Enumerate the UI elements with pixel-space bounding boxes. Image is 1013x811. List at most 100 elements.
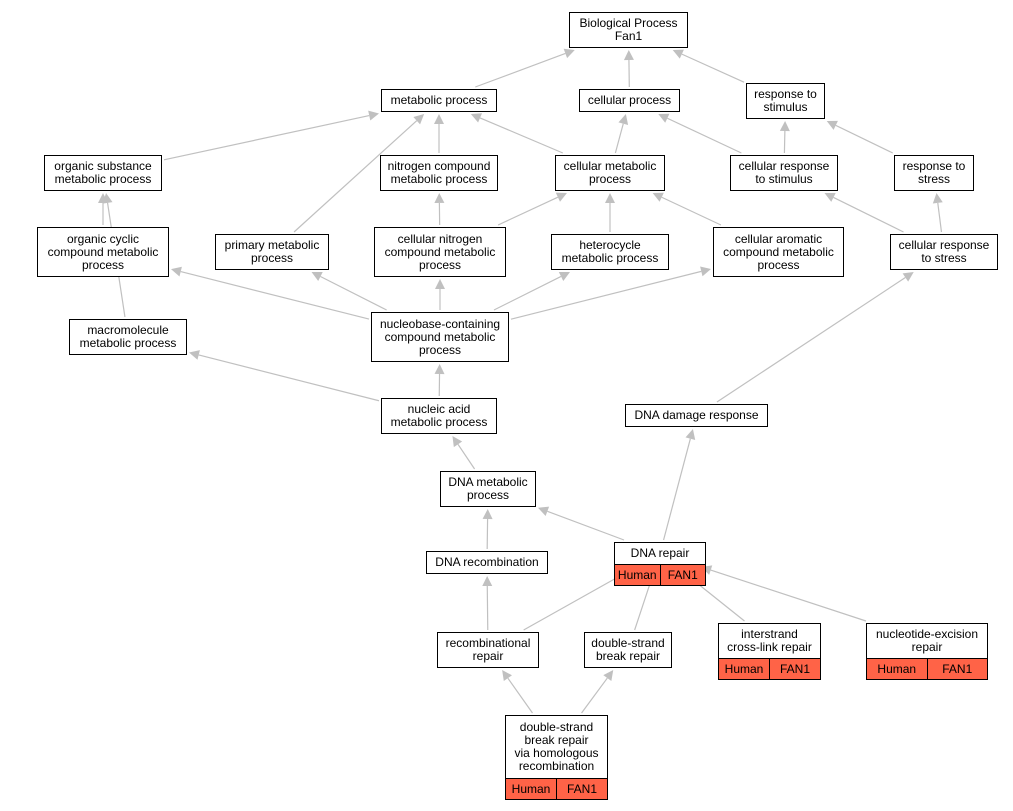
- node-label-line: organic substance: [54, 159, 152, 173]
- edge-line: [661, 196, 722, 226]
- edge-line: [667, 117, 742, 154]
- edge-line: [497, 196, 559, 226]
- edge-line: [163, 114, 370, 161]
- edge-arrowhead: [826, 120, 838, 130]
- edge-arrowhead: [618, 114, 629, 125]
- edge-line: [547, 510, 625, 541]
- node-label-line: macromolecule: [87, 323, 169, 337]
- node-label-line: metabolic process: [390, 172, 488, 186]
- edge-arrowhead: [605, 193, 615, 203]
- edge-line: [457, 443, 476, 470]
- node-label-line: compound metabolic: [47, 244, 159, 259]
- node-label-line: process: [757, 257, 800, 272]
- edge-arrowhead: [779, 121, 790, 132]
- edge-arrowhead: [502, 670, 512, 682]
- annotation-species: Human: [617, 567, 657, 582]
- node-label-line: compound metabolic: [384, 329, 496, 344]
- node-label-line: cellular response: [898, 238, 990, 252]
- node-label-line: cellular response: [738, 159, 830, 173]
- edge-arrowhead: [452, 436, 463, 448]
- edge-arrowhead: [652, 192, 664, 202]
- node-label-line: metabolic process: [79, 336, 177, 350]
- edge-arrowhead: [563, 48, 575, 59]
- node-label: DNA repair: [615, 543, 705, 564]
- node-label-line: double-strand: [591, 636, 665, 650]
- edge-line: [293, 120, 418, 233]
- edge-arrowhead: [932, 193, 943, 204]
- node-label: metabolic process: [382, 90, 496, 111]
- edge-arrowhead: [102, 193, 113, 204]
- node-label-line: stress: [917, 172, 950, 186]
- node-label-line: Biological Process: [579, 16, 678, 30]
- edge-line: [486, 585, 489, 631]
- edge-line: [320, 275, 387, 311]
- node-label-line: stimulus: [763, 100, 808, 114]
- edge-line: [475, 52, 566, 88]
- node-label-line: process: [466, 488, 510, 502]
- node-cellular-process: cellular process: [579, 89, 680, 112]
- edge-line: [507, 677, 533, 714]
- node-label-line: repair: [472, 649, 504, 663]
- node-label-line: double-strand: [519, 720, 594, 734]
- node-label-line: organic cyclic: [66, 231, 140, 246]
- edge-arrowhead: [700, 266, 711, 277]
- node-label: DNA damage response: [626, 405, 767, 426]
- node-label-line: cellular nitrogen: [397, 231, 483, 246]
- node-label: DNA recombination: [427, 552, 547, 573]
- node-label-line: heterocycle: [579, 238, 641, 252]
- node-label-line: DNA damage response: [634, 408, 759, 422]
- node-label-line: DNA recombination: [435, 555, 539, 569]
- node-label-line: metabolic process: [390, 93, 488, 107]
- node-label-line: response to: [754, 87, 817, 101]
- node-label-line: via homologous: [514, 746, 599, 760]
- node-label-line: metabolic process: [390, 415, 488, 429]
- edge-arrowhead: [603, 670, 614, 682]
- node-label-line: break repair: [524, 733, 589, 747]
- edge-line: [833, 196, 904, 233]
- node-label-line: response to: [902, 159, 966, 173]
- edge-line: [614, 123, 624, 154]
- edge-line: [581, 677, 608, 714]
- node-label-line: recombination: [518, 759, 595, 773]
- edge-line: [716, 277, 906, 403]
- node-label-line: metabolic process: [54, 172, 152, 186]
- node-dna-recombination: DNA recombination: [426, 551, 548, 574]
- node-label-line: interstrand: [741, 627, 798, 641]
- edge-arrowhead: [470, 113, 482, 123]
- node-label-line: cross-link repair: [727, 640, 812, 654]
- edge-arrowhead: [434, 114, 444, 124]
- node-label-line: nucleotide-excision: [875, 627, 979, 641]
- node-label-line: nitrogen compound: [387, 159, 491, 173]
- edge-line: [937, 202, 943, 233]
- edge-line: [198, 354, 380, 402]
- edge-arrowhead: [482, 576, 493, 587]
- annotation-gene: FAN1: [769, 659, 820, 679]
